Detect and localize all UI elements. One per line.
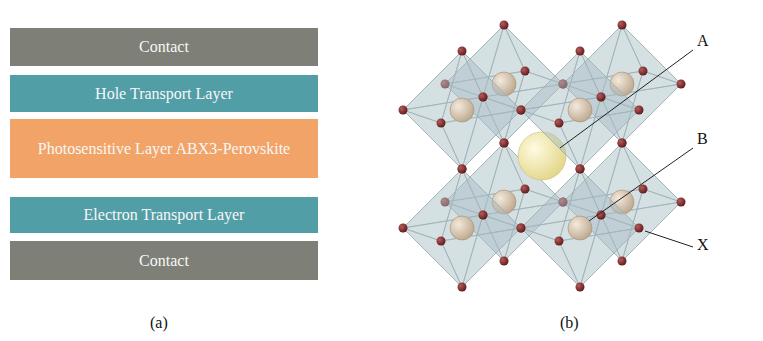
x-anion-atom: [576, 47, 585, 56]
layer-band: Hole Transport Layer: [10, 75, 318, 112]
x-anion-atom: [521, 185, 530, 194]
x-anion-atom: [576, 165, 585, 174]
x-anion-atom: [500, 139, 509, 148]
x-anion-atom: [517, 106, 526, 115]
x-anion-atom: [479, 211, 488, 220]
site-label: A: [697, 32, 709, 50]
x-anion-atom: [677, 80, 686, 89]
x-anion-atom: [479, 211, 488, 220]
octahedron-face: [403, 215, 483, 287]
x-anion-atom: [576, 165, 585, 174]
x-anion-atom: [555, 237, 564, 246]
x-anion-atom: [677, 198, 686, 207]
x-anion-atom: [555, 119, 564, 128]
layer-label: Contact: [133, 37, 195, 56]
layer-band: Photosensitive Layer ABX3-Perovskite: [10, 119, 318, 178]
x-anion-atom: [618, 139, 627, 148]
x-anion-atom: [458, 47, 467, 56]
octahedron: [517, 47, 644, 174]
b-cation-atom: [568, 216, 592, 240]
panel-label: (b): [560, 314, 579, 332]
leader-line: [560, 50, 693, 148]
site-label: X: [697, 236, 709, 254]
crystal-structure: [399, 21, 686, 292]
x-anion-atom: [458, 165, 467, 174]
layer-label: Hole Transport Layer: [89, 84, 239, 103]
x-anion-atom: [500, 139, 509, 148]
x-anion-atom: [399, 106, 408, 115]
panel-label: (a): [150, 314, 168, 332]
x-anion-atom: [517, 106, 526, 115]
x-anion-atom: [458, 165, 467, 174]
layer-band: Contact: [10, 28, 318, 66]
b-cation-atom: [450, 216, 474, 240]
octahedron: [517, 165, 644, 292]
x-anion-atom: [458, 283, 467, 292]
x-anion-atom: [635, 224, 644, 233]
x-anion-atom: [635, 106, 644, 115]
x-anion-atom: [479, 93, 488, 102]
x-anion-atom: [437, 237, 446, 246]
layer-label: Electron Transport Layer: [78, 205, 251, 224]
x-anion-atom: [597, 93, 606, 102]
leader-lines: [560, 50, 693, 247]
site-label: B: [697, 130, 708, 148]
x-anion-atom: [597, 93, 606, 102]
octahedron: [399, 47, 526, 174]
x-anion-atom: [479, 93, 488, 102]
x-anion-atom: [618, 21, 627, 30]
octahedron: [399, 165, 526, 292]
x-anion-atom: [399, 224, 408, 233]
x-anion-atom: [517, 224, 526, 233]
octahedron-face: [521, 228, 580, 287]
b-cation-atom: [450, 98, 474, 122]
x-anion-atom: [437, 119, 446, 128]
leader-line: [589, 148, 693, 221]
x-anion-atom: [618, 139, 627, 148]
layer-label: Contact: [133, 251, 195, 270]
octahedron-face: [521, 97, 601, 169]
x-anion-atom: [618, 257, 627, 266]
x-anion-atom: [500, 257, 509, 266]
octahedron-face: [403, 228, 462, 287]
x-anion-atom: [521, 67, 530, 76]
leader-line: [645, 231, 693, 247]
octahedron-face: [521, 215, 601, 287]
layer-label: Photosensitive Layer ABX3-Perovskite: [32, 139, 296, 158]
octahedron-face: [403, 110, 462, 169]
x-anion-atom: [500, 21, 509, 30]
b-cation-atom: [568, 98, 592, 122]
layer-band: Contact: [10, 241, 318, 280]
x-anion-atom: [517, 224, 526, 233]
layer-band: Electron Transport Layer: [10, 197, 318, 233]
x-anion-atom: [576, 283, 585, 292]
x-anion-atom: [639, 67, 648, 76]
octahedron-face: [403, 97, 483, 169]
